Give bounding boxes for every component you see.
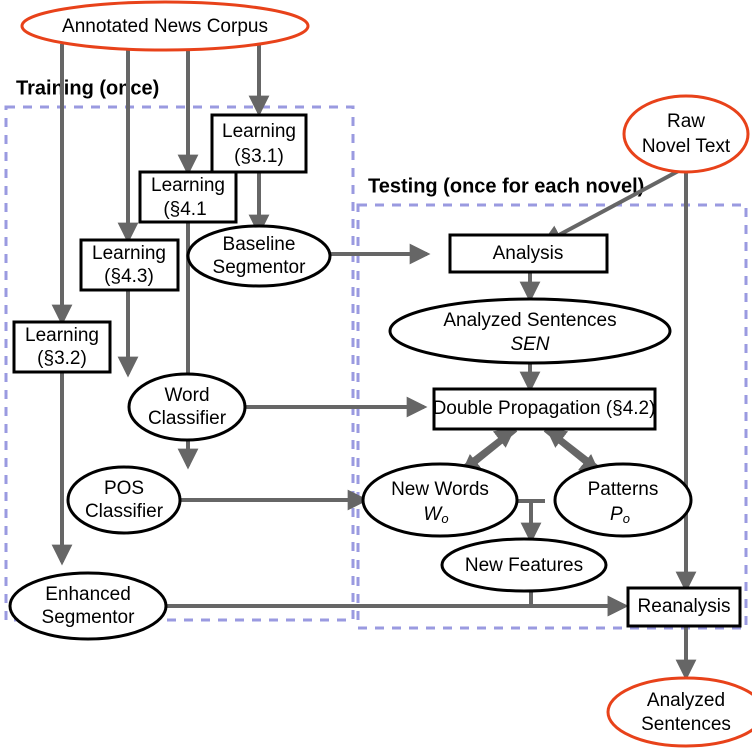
node-pos-classifier[interactable]: POS Classifier: [66, 465, 182, 535]
new-words-label-line1: New Words: [391, 479, 489, 500]
region-training-label: Training (once): [16, 77, 159, 99]
node-analyzed-sentences-sen[interactable]: Analyzed Sentences SEN: [388, 297, 672, 365]
baseline-segmentor-shape: [186, 224, 332, 288]
patterns-label-line2: Po: [610, 504, 630, 526]
new-features-label: New Features: [465, 555, 583, 576]
word-classifier-label-line2: Classifier: [148, 408, 227, 429]
analyzed-sentences-output-label-line1: Analyzed: [647, 690, 725, 711]
patterns-label-line1: Patterns: [588, 479, 659, 500]
new-words-shape: [361, 462, 519, 538]
new-features-shape: [440, 537, 608, 593]
node-learning-3-2[interactable]: Learning (§3.2): [12, 320, 112, 374]
enhanced-segmentor-label-line2: Segmentor: [42, 607, 136, 628]
node-annotated-news-corpus[interactable]: Annotated News Corpus: [20, 0, 310, 52]
learning-3-1-label-line2: (§3.1): [234, 146, 284, 167]
learning-4-1-label-line2: (§4.1: [163, 199, 206, 220]
double-propagation-shape: [432, 387, 657, 431]
enhanced-segmentor-shape: [8, 571, 168, 641]
node-raw-novel-text[interactable]: Raw Novel Text: [622, 94, 750, 174]
node-baseline-segmentor[interactable]: Baseline Segmentor: [186, 224, 332, 288]
learning-4-1-shape: [138, 170, 238, 224]
node-reanalysis[interactable]: Reanalysis: [626, 586, 742, 628]
analysis-label: Analysis: [493, 243, 564, 264]
analysis-shape: [448, 233, 609, 274]
patterns-shape: [553, 462, 693, 538]
node-enhanced-segmentor[interactable]: Enhanced Segmentor: [8, 571, 168, 641]
node-analysis[interactable]: Analysis: [448, 233, 609, 274]
node-word-classifier[interactable]: Word Classifier: [127, 372, 247, 442]
edge-new-words-to-double-propagation: [458, 426, 516, 472]
annotated-news-corpus-shape: [20, 0, 310, 52]
region-training-box: [4, 105, 355, 622]
word-classifier-label-line1: Word: [164, 385, 209, 406]
learning-3-1-label-line1: Learning: [222, 121, 296, 142]
analyzed-sentences-output-label-line2: Sentences: [641, 714, 731, 735]
node-learning-3-1[interactable]: Learning (§3.1): [210, 113, 308, 174]
raw-novel-text-shape: [622, 94, 750, 174]
edge-double-propagation-to-patterns: [543, 428, 601, 476]
learning-3-1-shape: [210, 113, 308, 174]
learning-4-3-label-line2: (§4.3): [104, 266, 154, 287]
analyzed-sentences-output-shape: [606, 676, 752, 748]
edge-patterns-to-double-propagation: [545, 426, 603, 472]
raw-novel-text-label-line1: Raw: [667, 111, 705, 132]
node-new-features[interactable]: New Features: [440, 537, 608, 593]
region-testing-label: Testing (once for each novel): [368, 175, 644, 197]
edge-raw-novel-text-to-analysis: [540, 166, 685, 245]
learning-3-2-label-line1: Learning: [25, 325, 99, 346]
reanalysis-shape: [626, 586, 742, 628]
region-testing-box: [356, 203, 748, 630]
node-patterns[interactable]: Patterns Po: [553, 462, 693, 538]
pos-classifier-label-line1: POS: [104, 478, 144, 499]
analyzed-sentences-sen-label-line1: Analyzed Sentences: [443, 310, 616, 331]
learning-3-2-shape: [12, 320, 112, 374]
node-learning-4-1[interactable]: Learning (§4.1: [138, 170, 238, 224]
enhanced-segmentor-label-line1: Enhanced: [45, 584, 131, 605]
learning-4-3-shape: [79, 238, 180, 292]
learning-4-3-label-line1: Learning: [92, 243, 166, 264]
word-classifier-shape: [127, 372, 247, 442]
pos-classifier-label-line2: Classifier: [85, 501, 164, 522]
analyzed-sentences-sen-label-line2: SEN: [510, 334, 549, 355]
node-analyzed-sentences-output[interactable]: Analyzed Sentences: [606, 676, 752, 748]
node-double-propagation[interactable]: Double Propagation (§4.2): [432, 387, 657, 431]
reanalysis-label: Reanalysis: [638, 596, 731, 617]
double-propagation-label: Double Propagation (§4.2): [433, 398, 656, 419]
raw-novel-text-label-line2: Novel Text: [642, 136, 731, 157]
node-new-words[interactable]: New Words Wo: [361, 462, 519, 538]
analyzed-sentences-sen-shape: [388, 297, 672, 365]
new-words-label-line2: Wo: [423, 504, 448, 526]
baseline-segmentor-label-line1: Baseline: [223, 234, 296, 255]
learning-3-2-label-line2: (§3.2): [37, 348, 87, 369]
pos-classifier-shape: [66, 465, 182, 535]
node-learning-4-3[interactable]: Learning (§4.3): [79, 238, 180, 292]
annotated-news-corpus-label: Annotated News Corpus: [62, 16, 268, 37]
baseline-segmentor-label-line2: Segmentor: [213, 257, 307, 278]
learning-4-1-label-line1: Learning: [151, 175, 225, 196]
